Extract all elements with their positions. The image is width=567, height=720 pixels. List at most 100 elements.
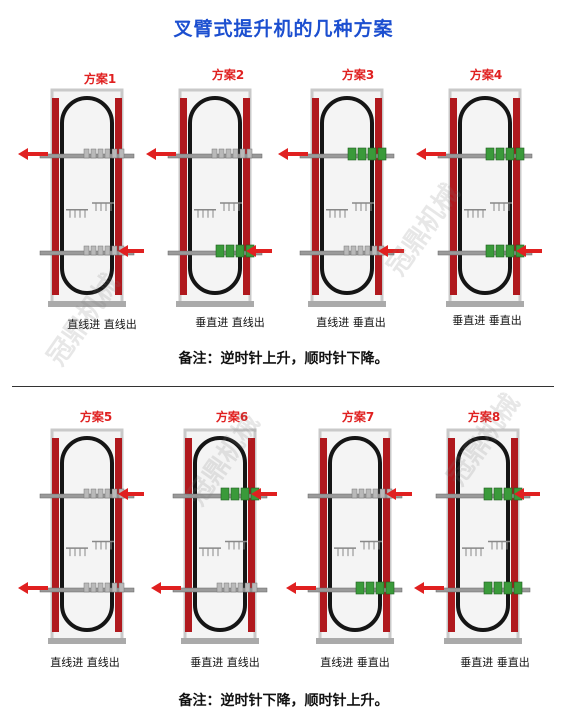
green-roller — [505, 147, 515, 161]
note-1: 备注：逆时针上升，顺时针下降。 — [178, 351, 389, 367]
green-roller — [503, 487, 513, 501]
green-roller — [355, 581, 365, 595]
right-rail — [248, 438, 255, 632]
grey-fork-tine — [351, 488, 358, 499]
elevator-scheme-8-diagram — [414, 428, 540, 644]
grey-fork-tine — [251, 582, 258, 593]
machine-base — [181, 638, 259, 644]
green-roller — [493, 487, 503, 501]
machine-base — [48, 638, 126, 644]
chain-loop — [320, 96, 374, 295]
flow-arrow-head — [18, 148, 28, 160]
left-rail — [52, 438, 59, 632]
green-roller — [357, 147, 367, 161]
green-roller — [220, 487, 230, 501]
grey-fork-tine — [111, 245, 118, 256]
scheme-label-2: 方案2 — [211, 68, 245, 82]
grey-fork-tine — [90, 488, 97, 499]
elevator-scheme-2-diagram — [146, 88, 272, 307]
machine-base — [176, 301, 254, 307]
green-roller — [215, 244, 225, 258]
flow-arrow-head — [151, 582, 161, 594]
grey-fork-tine — [244, 582, 251, 593]
elevator-scheme-4-diagram — [416, 88, 542, 307]
green-roller — [377, 147, 387, 161]
left-rail — [52, 98, 59, 295]
right-rail — [511, 438, 518, 632]
grey-fork-tine — [343, 245, 350, 256]
green-roller — [505, 244, 515, 258]
chain-loop — [456, 436, 510, 632]
chain-loop — [60, 436, 114, 632]
grey-fork-tine — [104, 582, 111, 593]
right-rail — [375, 98, 382, 295]
green-roller — [493, 581, 503, 595]
chain-loop — [188, 96, 242, 295]
green-roller — [235, 244, 245, 258]
grey-fork-tine — [216, 582, 223, 593]
scheme-caption-4: 垂直进 垂直出 — [452, 314, 522, 327]
flow-arrow-head — [18, 582, 28, 594]
grey-fork-tine — [232, 148, 239, 159]
grey-fork-tine — [97, 582, 104, 593]
flow-arrow-head — [514, 488, 524, 500]
machine-base — [48, 301, 126, 307]
green-roller — [485, 244, 495, 258]
flow-arrow-head — [251, 488, 261, 500]
grey-fork-tine — [90, 148, 97, 159]
flow-arrow-head — [246, 245, 256, 257]
grey-fork-tine — [90, 582, 97, 593]
scheme-label-8: 方案8 — [467, 410, 501, 424]
flow-arrow-head — [146, 148, 156, 160]
grey-fork-tine — [357, 245, 364, 256]
section-divider — [12, 386, 554, 387]
machine-base — [316, 638, 394, 644]
flow-arrow-head — [516, 245, 526, 257]
grey-fork-tine — [246, 148, 253, 159]
grey-fork-tine — [83, 148, 90, 159]
scheme-caption-5: 直线进 直线出 — [50, 656, 120, 669]
left-rail — [312, 98, 319, 295]
grey-fork-tine — [230, 582, 237, 593]
left-rail — [450, 98, 457, 295]
scheme-label-6: 方案6 — [215, 410, 249, 424]
page-title: 叉臂式提升机的几种方案 — [173, 18, 394, 40]
green-roller — [375, 581, 385, 595]
green-roller — [230, 487, 240, 501]
elevator-scheme-6-diagram — [151, 428, 277, 644]
scheme-label-1: 方案1 — [83, 72, 117, 86]
green-roller — [365, 581, 375, 595]
green-roller — [483, 487, 493, 501]
grey-fork-tine — [104, 488, 111, 499]
elevator-scheme-7-diagram — [286, 428, 412, 644]
grey-fork-tine — [97, 488, 104, 499]
green-roller — [225, 244, 235, 258]
right-rail — [115, 98, 122, 295]
grey-fork-tine — [379, 488, 386, 499]
green-roller — [515, 147, 525, 161]
left-rail — [320, 438, 327, 632]
grey-fork-tine — [218, 148, 225, 159]
grey-fork-tine — [111, 148, 118, 159]
scheme-caption-6: 垂直进 直线出 — [190, 656, 260, 669]
green-roller — [240, 487, 250, 501]
right-rail — [513, 98, 520, 295]
elevator-scheme-1-diagram — [18, 88, 144, 307]
grey-fork-tine — [90, 245, 97, 256]
flow-arrow-head — [286, 582, 296, 594]
grey-fork-tine — [372, 488, 379, 499]
flow-arrow-head — [386, 488, 396, 500]
grey-fork-tine — [358, 488, 365, 499]
grey-fork-tine — [83, 582, 90, 593]
scheme-label-4: 方案4 — [469, 68, 503, 82]
green-roller — [503, 581, 513, 595]
green-roller — [495, 244, 505, 258]
flow-arrow-head — [416, 148, 426, 160]
green-roller — [495, 147, 505, 161]
grey-fork-tine — [237, 582, 244, 593]
flow-arrow-head — [118, 245, 128, 257]
note-2: 备注：逆时针下降，顺时针上升。 — [178, 693, 389, 709]
grey-fork-tine — [223, 582, 230, 593]
grey-fork-tine — [364, 245, 371, 256]
green-roller — [367, 147, 377, 161]
